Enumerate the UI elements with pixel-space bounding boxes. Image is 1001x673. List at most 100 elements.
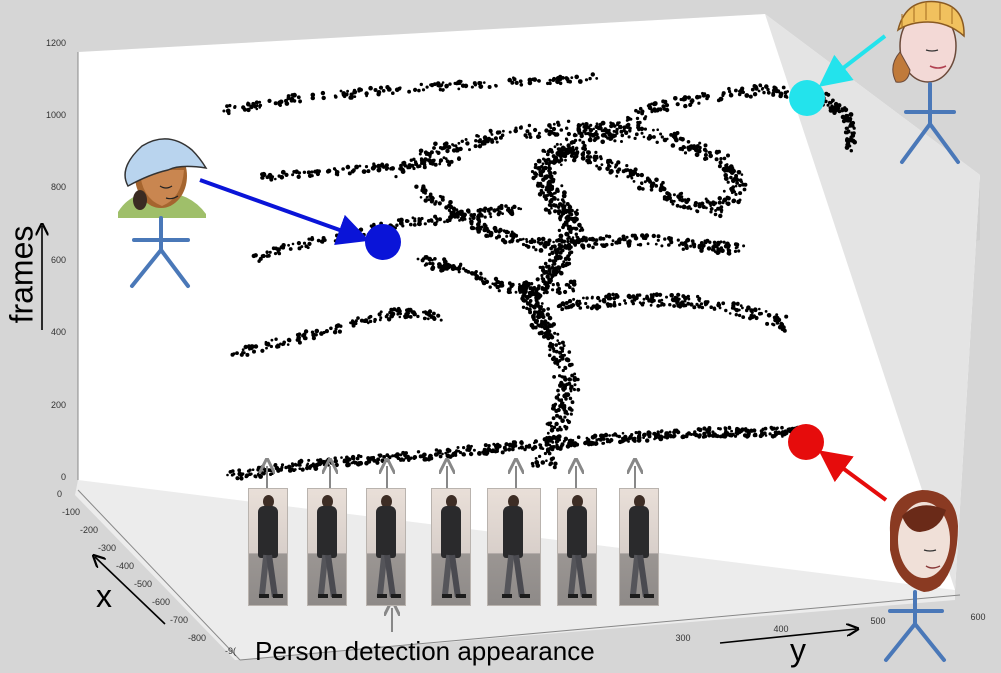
track-point — [563, 415, 567, 419]
track-point — [607, 235, 612, 239]
track-point — [372, 164, 377, 170]
track-point — [345, 164, 351, 170]
track-point — [528, 135, 533, 140]
track-point — [562, 222, 567, 228]
track-point — [445, 447, 451, 453]
track-point — [334, 462, 339, 468]
track-point — [560, 301, 566, 307]
track-point — [581, 146, 586, 151]
track-point — [571, 236, 575, 239]
track-point — [361, 169, 367, 175]
track-point — [489, 129, 493, 133]
track-point — [595, 306, 600, 311]
track-point — [615, 174, 619, 178]
track-point — [337, 329, 342, 334]
track-point — [445, 148, 450, 154]
track-point — [258, 470, 263, 475]
track-point — [552, 465, 557, 470]
track-point — [562, 404, 567, 408]
track-point — [608, 136, 614, 141]
track-point — [748, 94, 753, 99]
track-point — [576, 208, 579, 212]
track-point — [442, 156, 446, 160]
track-point — [588, 155, 593, 159]
track-point — [545, 334, 550, 338]
track-point — [543, 451, 548, 456]
track-point — [555, 445, 560, 451]
track-point — [652, 128, 655, 132]
track-point — [468, 148, 471, 152]
track-point — [429, 83, 433, 87]
track-point — [357, 89, 361, 93]
track-point — [669, 240, 674, 245]
track-point — [594, 150, 598, 154]
track-point — [297, 340, 302, 345]
track-point — [606, 297, 611, 301]
track-point — [589, 306, 594, 311]
track-point — [510, 230, 514, 234]
track-point — [611, 292, 615, 297]
track-point — [281, 245, 286, 250]
track-point — [551, 434, 556, 440]
track-point — [640, 111, 644, 116]
track-point — [530, 461, 535, 466]
track-point — [698, 433, 702, 437]
track-point — [274, 337, 278, 341]
track-point — [452, 144, 456, 147]
track-point — [276, 247, 281, 253]
track-point — [608, 164, 612, 168]
track-point — [558, 415, 563, 420]
track-point — [750, 315, 755, 320]
track-point — [422, 165, 427, 170]
track-point — [662, 195, 667, 200]
track-point — [675, 131, 680, 135]
track-point — [563, 256, 569, 261]
track-point — [538, 241, 543, 246]
track-point — [638, 438, 642, 442]
track-point — [734, 173, 739, 178]
track-point — [546, 421, 552, 427]
track-point — [758, 307, 761, 311]
track-point — [419, 82, 423, 87]
track-point — [467, 210, 471, 214]
track-point — [689, 302, 694, 307]
track-point — [730, 169, 736, 174]
track-point — [549, 179, 553, 183]
track-point — [568, 146, 572, 150]
track-point — [844, 145, 850, 150]
track-point — [851, 133, 854, 137]
track-point — [437, 201, 442, 206]
track-point — [634, 431, 638, 435]
track-point — [631, 294, 636, 299]
track-point — [829, 101, 833, 105]
track-point — [554, 349, 559, 354]
track-point — [733, 434, 738, 438]
track-point — [465, 141, 470, 146]
track-point — [397, 311, 401, 315]
track-point — [540, 460, 546, 465]
track-point — [850, 131, 854, 135]
track-point — [523, 291, 527, 295]
track-point — [262, 173, 266, 177]
track-point — [481, 208, 485, 212]
track-point — [702, 431, 707, 436]
track-point — [555, 238, 559, 243]
track-point — [246, 107, 251, 113]
track-point — [841, 119, 847, 124]
track-point — [520, 440, 523, 444]
woman-helmet-icon — [892, 0, 965, 83]
track-point — [567, 406, 573, 411]
track-point — [457, 156, 461, 160]
track-point — [406, 219, 410, 223]
track-point — [292, 92, 297, 98]
track-point — [669, 293, 674, 298]
track-point — [699, 302, 704, 306]
track-point — [447, 263, 452, 268]
track-point — [567, 214, 571, 218]
track-point — [558, 233, 564, 239]
track-point — [519, 83, 524, 87]
track-point — [681, 204, 687, 210]
track-point — [575, 240, 579, 244]
track-point — [546, 431, 550, 435]
track-point — [382, 455, 386, 459]
